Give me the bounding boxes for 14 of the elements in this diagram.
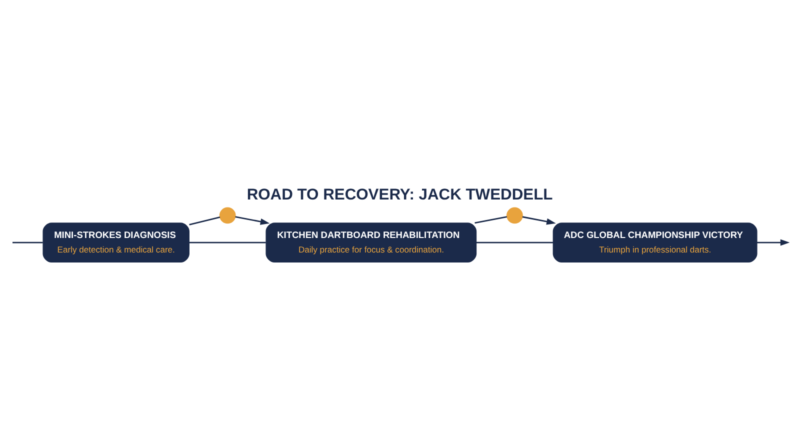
arrow — [522, 216, 556, 225]
node-box: MINI-STROKES DIAGNOSIS Early detection & medical care. — [42, 222, 190, 262]
connector — [476, 242, 553, 244]
diagram-title: ROAD TO RECOVERY: JACK TWEDDELL — [246, 186, 553, 204]
connector — [189, 216, 220, 226]
connector — [474, 216, 508, 224]
node-circle — [506, 207, 523, 224]
arrow — [757, 239, 790, 246]
node-box: KITCHEN DARTBOARD REHABILITATION Daily practice for focus & coordination. — [266, 222, 477, 262]
connector — [12, 242, 43, 244]
node-box: ADC GLOBAL CHAMPIONSHIP VICTORY Triumph in professional darts. — [552, 222, 758, 262]
connector — [189, 242, 266, 244]
arrow — [235, 216, 270, 225]
node-circle — [219, 207, 236, 224]
